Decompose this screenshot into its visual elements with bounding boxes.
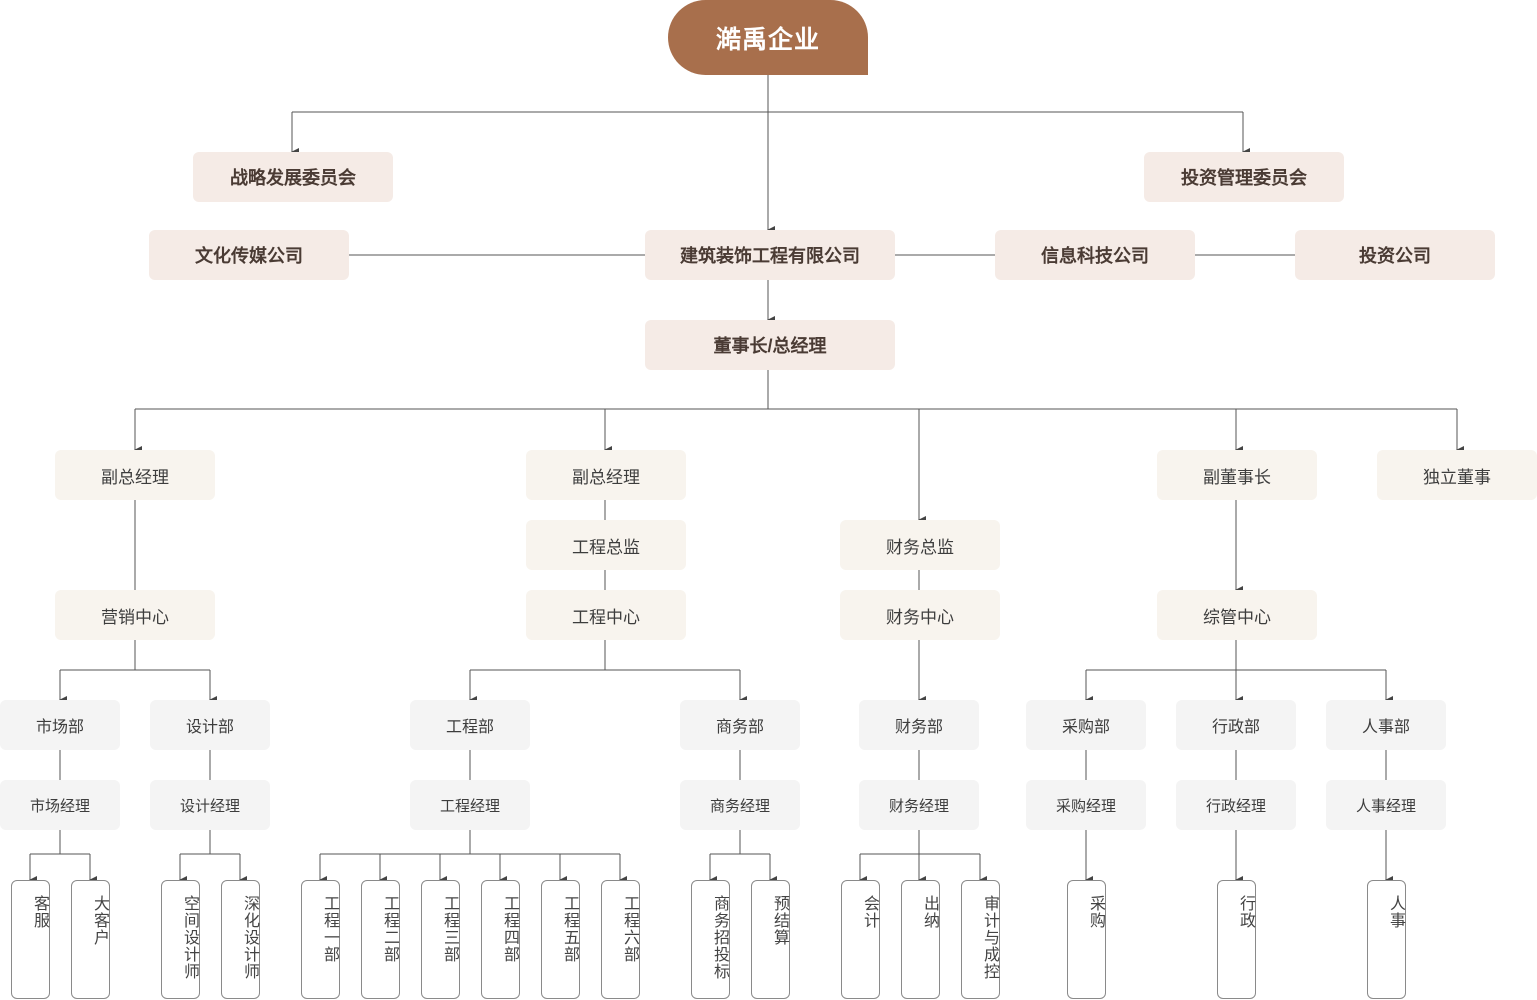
leaf-customer-service: 客服 [11, 880, 50, 999]
design-manager-node: 设计经理 [150, 780, 270, 830]
finance-manager-node: 财务经理 [859, 780, 979, 830]
leaf-admin: 行政 [1217, 880, 1256, 999]
root-node: 澔禹企业 [668, 0, 868, 75]
marketing-center-node: 营销中心 [55, 590, 215, 640]
market-dept-node: 市场部 [0, 700, 120, 750]
vgm-engineering-node: 副总经理 [526, 450, 686, 500]
finance-dept-node: 财务部 [859, 700, 979, 750]
engineering-director-node: 工程总监 [526, 520, 686, 570]
leaf-eng-dept-1: 工程一部 [301, 880, 340, 999]
administration-manager-node: 行政经理 [1176, 780, 1296, 830]
finance-center-node: 财务中心 [840, 590, 1000, 640]
vice-chairman-node: 副董事长 [1157, 450, 1317, 500]
leaf-eng-dept-6: 工程六部 [601, 880, 640, 999]
leaf-purchase: 采购 [1067, 880, 1106, 999]
market-manager-node: 市场经理 [0, 780, 120, 830]
hr-dept-node: 人事部 [1326, 700, 1446, 750]
administration-dept-node: 行政部 [1176, 700, 1296, 750]
culture-company-node: 文化传媒公司 [149, 230, 349, 280]
investment-company-node: 投资公司 [1295, 230, 1495, 280]
vgm-marketing-node: 副总经理 [55, 450, 215, 500]
admin-center-node: 综管中心 [1157, 590, 1317, 640]
leaf-eng-dept-3: 工程三部 [421, 880, 460, 999]
leaf-accounting: 会计 [841, 880, 880, 999]
finance-director-node: 财务总监 [840, 520, 1000, 570]
design-dept-node: 设计部 [150, 700, 270, 750]
strategy-committee-node: 战略发展委员会 [193, 152, 393, 202]
hr-manager-node: 人事经理 [1326, 780, 1446, 830]
business-manager-node: 商务经理 [680, 780, 800, 830]
leaf-eng-dept-4: 工程四部 [481, 880, 520, 999]
leaf-bidding: 商务招投标 [691, 880, 730, 999]
leaf-detail-designer: 深化设计师 [221, 880, 260, 999]
leaf-eng-dept-5: 工程五部 [541, 880, 580, 999]
purchasing-manager-node: 采购经理 [1026, 780, 1146, 830]
chairman-node: 董事长/总经理 [645, 320, 895, 370]
leaf-budget: 预结算 [751, 880, 790, 999]
leaf-eng-dept-2: 工程二部 [361, 880, 400, 999]
leaf-audit-cost: 审计与成控 [961, 880, 1000, 999]
leaf-cashier: 出纳 [901, 880, 940, 999]
engineering-center-node: 工程中心 [526, 590, 686, 640]
construction-company-node: 建筑装饰工程有限公司 [645, 230, 895, 280]
leaf-space-designer: 空间设计师 [161, 880, 200, 999]
independent-director-node: 独立董事 [1377, 450, 1537, 500]
it-company-node: 信息科技公司 [995, 230, 1195, 280]
investment-committee-node: 投资管理委员会 [1144, 152, 1344, 202]
leaf-key-accounts: 大客户 [71, 880, 110, 999]
purchasing-dept-node: 采购部 [1026, 700, 1146, 750]
engineering-dept-node: 工程部 [410, 700, 530, 750]
leaf-personnel: 人事 [1367, 880, 1406, 999]
business-dept-node: 商务部 [680, 700, 800, 750]
engineering-manager-node: 工程经理 [410, 780, 530, 830]
